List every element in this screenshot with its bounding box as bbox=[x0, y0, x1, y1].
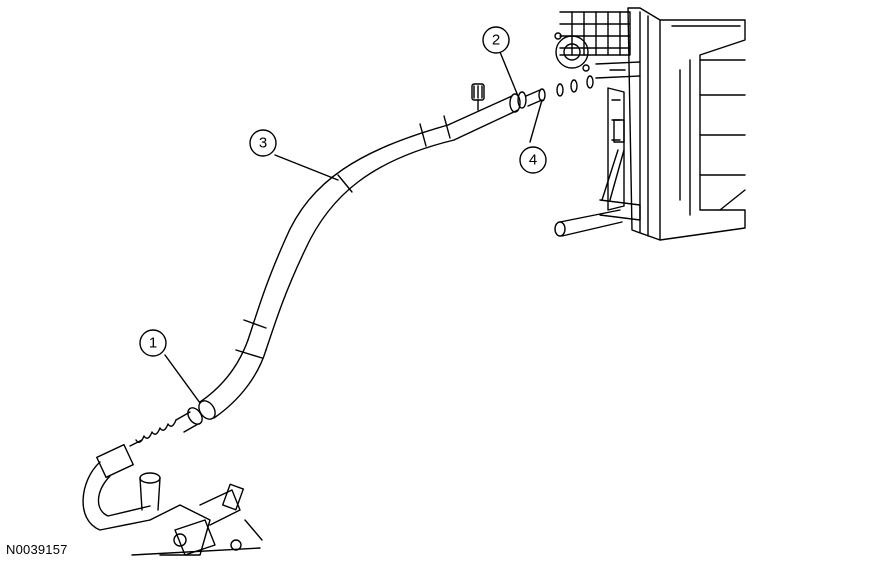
callout-4: 4 bbox=[519, 146, 547, 174]
callout-1: 1 bbox=[139, 329, 167, 357]
figure-id: N0039157 bbox=[6, 542, 68, 557]
leader-lines bbox=[164, 51, 543, 404]
heater-hose bbox=[175, 115, 455, 433]
hose-end-fitting bbox=[447, 75, 594, 141]
callout-4-label: 4 bbox=[529, 152, 537, 169]
callout-1-label: 1 bbox=[149, 335, 157, 352]
lower-hose-connection bbox=[82, 419, 263, 556]
callout-2: 2 bbox=[482, 26, 510, 54]
callout-3-label: 3 bbox=[259, 135, 267, 152]
o-ring-icon bbox=[556, 83, 564, 97]
callout-3: 3 bbox=[249, 129, 277, 157]
callout-2-label: 2 bbox=[492, 32, 500, 49]
heater-core-assembly bbox=[554, 7, 746, 241]
o-ring-icon bbox=[570, 79, 578, 93]
